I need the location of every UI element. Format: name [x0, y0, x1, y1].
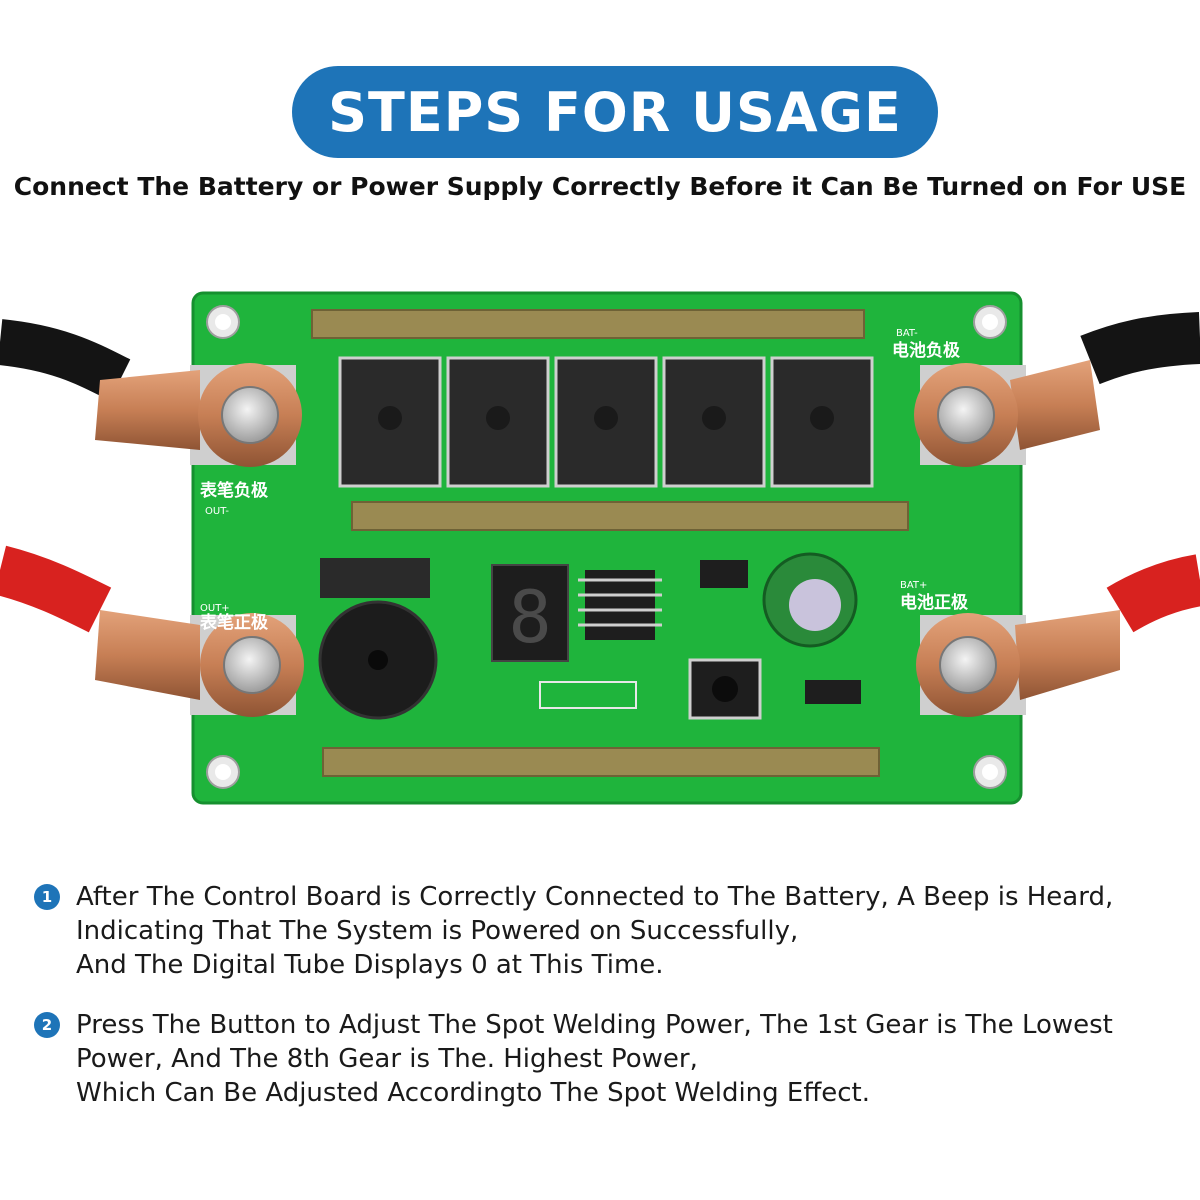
- step-2: 2 Press The Button to Adjust The Spot We…: [34, 1008, 1174, 1110]
- cable-red-right: [1106, 554, 1200, 633]
- label-out-neg-en: OUT-: [205, 506, 229, 517]
- cable-red-left: [0, 545, 112, 633]
- page-subtitle: Connect The Battery or Power Supply Corr…: [13, 172, 1187, 201]
- step-number-badge: 2: [34, 1012, 60, 1038]
- ic-chip: [578, 570, 662, 640]
- label-bat-neg-en: BAT-: [896, 328, 918, 339]
- cable-black-right: [1080, 312, 1200, 385]
- spot-welder-board-illustration: 8 表笔负极 OUT- OUT+ 表笔正极 BAT- 电池负极 BAT+ 电池正…: [0, 291, 1200, 805]
- label-bat-neg-cn: 电池负极: [892, 340, 960, 361]
- mosfet-row: [338, 356, 874, 488]
- lug-bat-neg: [914, 360, 1100, 467]
- title-banner: STEPS FOR USAGE: [292, 66, 938, 158]
- step-number-badge: 1: [34, 884, 60, 910]
- lug-out-pos: [95, 610, 304, 717]
- label-out-neg-cn: 表笔负极: [200, 480, 268, 501]
- label-out-pos-cn: 表笔正极: [200, 612, 268, 633]
- digital-tube-display: [491, 564, 569, 662]
- step-line: Power, And The 8th Gear is The. Highest …: [76, 1044, 698, 1074]
- step-line: And The Digital Tube Displays 0 at This …: [76, 950, 664, 980]
- power-button: [688, 658, 762, 720]
- step-line: Indicating That The System is Powered on…: [76, 916, 799, 946]
- lug-bat-pos: [916, 610, 1120, 717]
- page-title: STEPS FOR USAGE: [328, 80, 902, 144]
- label-bat-pos-cn: 电池正极: [900, 592, 968, 613]
- lug-out-neg: [95, 363, 302, 467]
- display-digit: 8: [508, 575, 551, 659]
- product-image: 8 表笔负极 OUT- OUT+ 表笔正极 BAT- 电池负极 BAT+ 电池正…: [0, 270, 1200, 830]
- step-line: After The Control Board is Correctly Con…: [76, 882, 1114, 912]
- step-1: 1 After The Control Board is Correctly C…: [34, 880, 1174, 982]
- brass-strip-middle: [351, 501, 909, 531]
- brass-strip-top: [311, 309, 865, 339]
- step-text: Press The Button to Adjust The Spot Weld…: [76, 1008, 1113, 1110]
- label-out-pos-en: OUT+: [200, 603, 230, 614]
- step-text: After The Control Board is Correctly Con…: [76, 880, 1113, 982]
- brass-strip-bottom: [322, 747, 880, 777]
- cable-black-left: [0, 319, 131, 401]
- step-line: Which Can Be Adjusted Accordingto The Sp…: [76, 1078, 871, 1108]
- mounting-hole-icon: [206, 305, 1007, 789]
- step-line: Press The Button to Adjust The Spot Weld…: [76, 1010, 1113, 1040]
- label-bat-pos-en: BAT+: [900, 580, 927, 591]
